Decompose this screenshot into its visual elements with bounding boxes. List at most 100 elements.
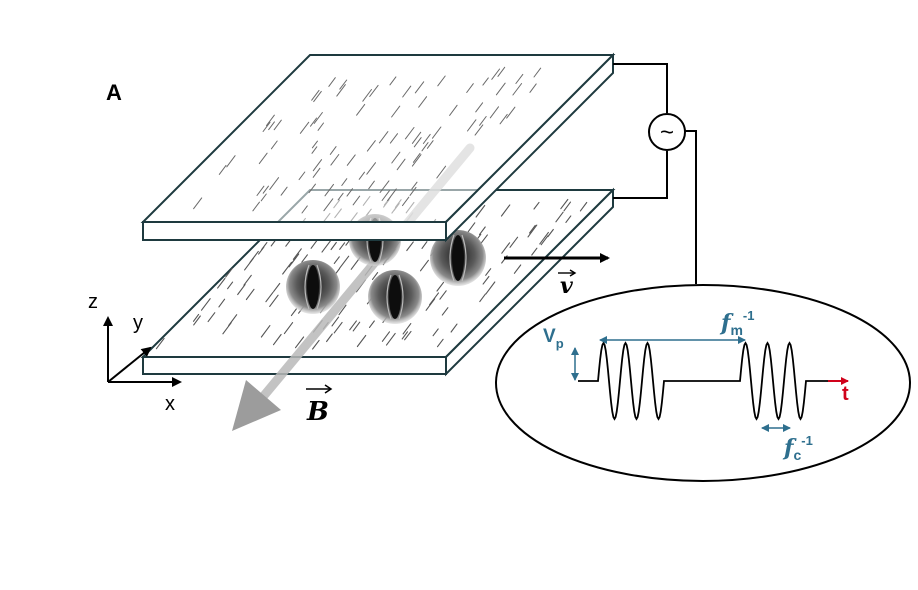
lc-molecule — [466, 83, 474, 93]
lc-molecule — [273, 119, 282, 131]
lc-molecule — [328, 77, 336, 87]
lc-molecule — [294, 336, 305, 349]
lc-molecule — [479, 293, 486, 303]
lc-molecule — [385, 332, 396, 346]
lc-molecule — [155, 337, 165, 350]
lc-molecule — [509, 236, 519, 248]
lc-molecule — [413, 137, 422, 148]
lc-molecule — [414, 81, 425, 94]
lc-molecule — [311, 146, 318, 154]
lc-molecule — [368, 180, 375, 190]
lc-molecule — [301, 254, 308, 263]
lc-molecule — [268, 121, 275, 131]
lc-molecule — [338, 304, 347, 316]
lc-molecule — [368, 320, 375, 328]
lc-molecule — [339, 242, 346, 250]
lc-molecule — [482, 275, 490, 285]
circuit-wires — [613, 63, 697, 284]
lc-molecule — [265, 291, 274, 303]
lc-molecule — [262, 185, 269, 194]
lc-molecule — [467, 119, 477, 132]
lc-molecule — [579, 201, 588, 212]
lc-molecule — [499, 113, 508, 125]
droplet — [430, 230, 486, 286]
lc-molecule — [298, 171, 306, 181]
lc-molecule — [288, 256, 297, 268]
lc-molecule — [426, 140, 434, 149]
lc-molecule — [337, 192, 344, 201]
field-label: B — [306, 397, 329, 427]
lc-molecule — [436, 338, 444, 348]
lc-molecule — [217, 277, 226, 289]
lc-molecule — [311, 140, 318, 149]
lc-molecule — [324, 183, 334, 197]
lc-molecule — [396, 158, 406, 171]
lc-molecule — [346, 154, 356, 166]
lc-molecule — [356, 334, 367, 348]
lc-molecule — [506, 106, 516, 119]
time-label: t — [842, 383, 849, 405]
lc-molecule — [218, 298, 226, 308]
lc-molecule — [290, 308, 297, 317]
lc-molecule — [563, 201, 572, 212]
lc-molecule — [402, 323, 412, 335]
lc-molecule — [485, 268, 492, 276]
lc-molecule — [422, 133, 431, 144]
lc-molecule — [228, 314, 238, 327]
field-vector-sign — [306, 384, 333, 394]
ac-source — [648, 113, 686, 151]
axes — [103, 316, 182, 387]
lc-molecule — [529, 83, 537, 93]
lc-molecule — [243, 274, 252, 286]
lc-molecule — [323, 198, 334, 212]
lc-molecule — [482, 77, 489, 86]
lc-molecule — [192, 313, 200, 322]
lc-molecule — [218, 164, 227, 175]
lc-molecule — [436, 281, 445, 292]
lc-molecule — [321, 240, 332, 253]
lc-molecule — [404, 330, 412, 341]
lc-molecule — [260, 193, 267, 202]
panel-label: A — [106, 80, 122, 105]
lc-molecule — [402, 85, 412, 98]
lc-molecule — [252, 201, 260, 212]
lc-molecule — [280, 186, 288, 196]
carrier-label: fc-1 — [782, 433, 813, 463]
liquid-crystal-molecules-top — [193, 66, 542, 214]
droplet — [368, 270, 422, 324]
lc-molecule — [352, 195, 361, 206]
lc-molecule — [330, 241, 337, 251]
lc-molecule — [269, 177, 280, 190]
lc-molecule — [555, 211, 564, 223]
lc-molecule — [362, 89, 372, 102]
lc-molecule — [193, 315, 201, 326]
lc-molecule — [349, 320, 357, 331]
lc-molecule — [419, 259, 429, 272]
lc-molecule — [273, 282, 281, 293]
lc-molecule — [547, 228, 554, 238]
lc-molecule — [404, 127, 415, 140]
lc-molecule — [260, 325, 271, 338]
lc-molecule — [527, 224, 538, 238]
lc-molecule — [402, 196, 410, 207]
lc-molecule — [432, 126, 442, 139]
lc-molecule — [389, 133, 398, 144]
axis-x-label: x — [165, 393, 175, 415]
lc-molecule — [366, 162, 376, 175]
lc-molecule — [401, 331, 409, 340]
lc-molecule — [352, 321, 361, 332]
lc-molecule — [269, 294, 279, 307]
lc-molecule — [310, 240, 318, 249]
lc-molecule — [533, 201, 540, 210]
lc-molecule — [478, 226, 486, 236]
lc-molecule — [270, 140, 278, 150]
lc-molecule — [333, 256, 340, 264]
lc-molecule — [282, 261, 293, 275]
lc-molecule — [418, 96, 428, 108]
lc-molecule — [560, 198, 569, 210]
lc-molecule — [432, 328, 439, 337]
lc-molecule — [495, 82, 506, 96]
lc-molecule — [565, 215, 572, 223]
lc-molecule — [436, 165, 447, 179]
